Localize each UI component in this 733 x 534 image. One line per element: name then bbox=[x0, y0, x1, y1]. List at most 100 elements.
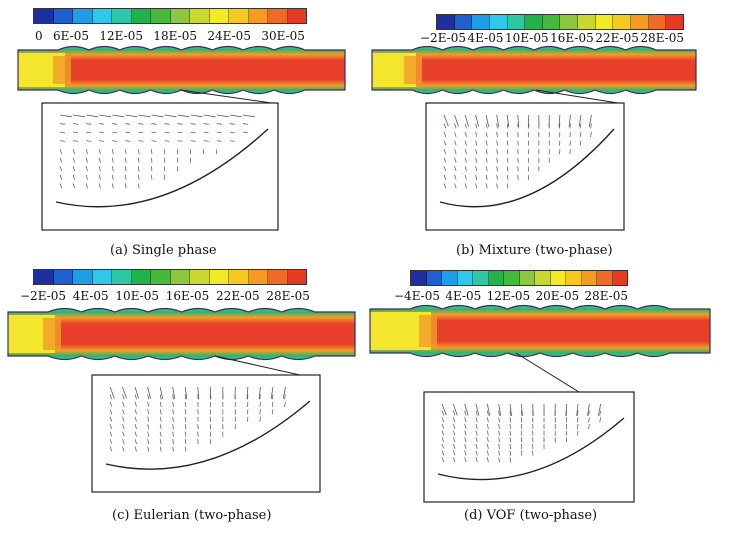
colorbar-swatch bbox=[566, 271, 582, 285]
colorbar-swatch bbox=[209, 270, 229, 284]
colorbar-swatch bbox=[613, 15, 632, 29]
colorbar-swatch bbox=[34, 9, 54, 23]
colorbar-swatch bbox=[287, 270, 306, 284]
tick-b-5: 28E-05 bbox=[640, 31, 684, 45]
colorbar-swatch bbox=[648, 15, 667, 29]
colorbar-swatch bbox=[437, 15, 455, 29]
colorbar-swatch bbox=[287, 9, 306, 23]
caption-d: (d) VOF (two-phase) bbox=[464, 508, 598, 523]
colorbar-ticks-b: −2E-05 4E-05 10E-05 16E-05 22E-05 28E-05 bbox=[420, 31, 684, 45]
colorbar-swatch bbox=[151, 9, 171, 23]
colorbar-swatch bbox=[34, 270, 54, 284]
contour-plot-b bbox=[371, 45, 697, 231]
velocity-contour bbox=[8, 308, 355, 360]
colorbar-swatch bbox=[131, 9, 151, 23]
tick-b-0: −2E-05 bbox=[420, 31, 466, 45]
tick-c-1: 4E-05 bbox=[72, 289, 109, 303]
colorbar-swatch bbox=[542, 15, 561, 29]
colorbar-swatch bbox=[190, 9, 210, 23]
velocity-contour bbox=[18, 46, 345, 94]
colorbar-swatch bbox=[268, 9, 288, 23]
tick-a-1: 6E-05 bbox=[53, 29, 89, 43]
colorbar-swatch bbox=[248, 9, 268, 23]
caption-b: (b) Mixture (two-phase) bbox=[456, 243, 613, 258]
tick-b-3: 16E-05 bbox=[550, 31, 594, 45]
colorbar-swatch bbox=[457, 271, 473, 285]
colorbar-swatch bbox=[112, 9, 132, 23]
colorbar-swatch bbox=[488, 271, 504, 285]
colorbar-swatch bbox=[151, 270, 171, 284]
colorbar-swatch bbox=[170, 270, 190, 284]
tick-c-2: 10E-05 bbox=[115, 289, 159, 303]
contour-plot-c bbox=[7, 307, 356, 493]
tick-c-0: −2E-05 bbox=[20, 289, 66, 303]
colorbar-swatch bbox=[525, 15, 543, 29]
colorbar-swatch bbox=[535, 271, 551, 285]
colorbar-swatch bbox=[489, 15, 508, 29]
colorbar-swatch bbox=[473, 271, 489, 285]
colorbar-swatch bbox=[612, 271, 627, 285]
colorbar-b bbox=[436, 14, 684, 30]
colorbar-swatch bbox=[73, 270, 93, 284]
tick-d-2: 12E-05 bbox=[486, 289, 531, 303]
colorbar-ticks-d: −4E-05 4E-05 12E-05 20E-05 28E-05 bbox=[394, 289, 628, 303]
colorbar-swatch bbox=[666, 15, 683, 29]
contour-plot-a bbox=[17, 45, 346, 231]
colorbar-swatch bbox=[550, 271, 566, 285]
colorbar-swatch bbox=[131, 270, 151, 284]
panel-a: 0 6E-05 12E-05 18E-05 24E-05 30E-05 (a) … bbox=[0, 0, 366, 267]
tick-a-2: 12E-05 bbox=[99, 29, 143, 43]
caption-c: (c) Eulerian (two-phase) bbox=[112, 508, 272, 523]
colorbar-swatch bbox=[73, 9, 93, 23]
velocity-contour bbox=[370, 305, 710, 357]
caption-a: (a) Single phase bbox=[110, 243, 217, 258]
colorbar-ticks-a: 0 6E-05 12E-05 18E-05 24E-05 30E-05 bbox=[35, 29, 305, 43]
colorbar-swatch bbox=[248, 270, 268, 284]
colorbar-swatch bbox=[578, 15, 596, 29]
tick-b-2: 10E-05 bbox=[505, 31, 549, 45]
velocity-contour bbox=[372, 46, 696, 94]
colorbar-swatch bbox=[92, 9, 112, 23]
colorbar-swatch bbox=[268, 270, 288, 284]
tick-d-0: −4E-05 bbox=[394, 289, 440, 303]
colorbar-swatch bbox=[426, 271, 442, 285]
colorbar-ticks-c: −2E-05 4E-05 10E-05 16E-05 22E-05 28E-05 bbox=[20, 289, 310, 303]
colorbar-swatch bbox=[442, 271, 458, 285]
colorbar-swatch bbox=[504, 271, 520, 285]
panel-d: −4E-05 4E-05 12E-05 20E-05 28E-05 (d) VO… bbox=[366, 267, 733, 534]
colorbar-swatch bbox=[595, 15, 614, 29]
colorbar-swatch bbox=[560, 15, 579, 29]
colorbar-swatch bbox=[170, 9, 190, 23]
colorbar-swatch bbox=[190, 270, 210, 284]
tick-a-5: 30E-05 bbox=[261, 29, 305, 43]
colorbar-swatch bbox=[229, 270, 249, 284]
tick-c-3: 16E-05 bbox=[165, 289, 210, 303]
tick-a-0: 0 bbox=[35, 29, 43, 43]
colorbar-swatch bbox=[454, 15, 473, 29]
colorbar-swatch bbox=[472, 15, 490, 29]
colorbar-swatch bbox=[53, 9, 73, 23]
panel-b: −2E-05 4E-05 10E-05 16E-05 22E-05 28E-05… bbox=[366, 0, 733, 267]
colorbar-swatch bbox=[507, 15, 526, 29]
colorbar-swatch bbox=[519, 271, 535, 285]
contour-plot-d bbox=[369, 304, 711, 503]
tick-c-5: 28E-05 bbox=[266, 289, 310, 303]
colorbar-swatch bbox=[631, 15, 649, 29]
tick-d-1: 4E-05 bbox=[445, 289, 482, 303]
colorbar-swatch bbox=[53, 270, 73, 284]
colorbar-c bbox=[33, 269, 307, 285]
panel-c: −2E-05 4E-05 10E-05 16E-05 22E-05 28E-05… bbox=[0, 267, 366, 534]
colorbar-swatch bbox=[92, 270, 112, 284]
tick-d-3: 20E-05 bbox=[535, 289, 580, 303]
colorbar-swatch bbox=[411, 271, 427, 285]
tick-c-4: 22E-05 bbox=[216, 289, 260, 303]
colorbar-d bbox=[410, 270, 628, 286]
colorbar-a bbox=[33, 8, 307, 24]
tick-b-4: 22E-05 bbox=[595, 31, 639, 45]
tick-d-4: 28E-05 bbox=[584, 289, 628, 303]
colorbar-swatch bbox=[597, 271, 613, 285]
colorbar-swatch bbox=[209, 9, 229, 23]
tick-a-4: 24E-05 bbox=[207, 29, 251, 43]
colorbar-swatch bbox=[229, 9, 249, 23]
tick-a-3: 18E-05 bbox=[153, 29, 197, 43]
